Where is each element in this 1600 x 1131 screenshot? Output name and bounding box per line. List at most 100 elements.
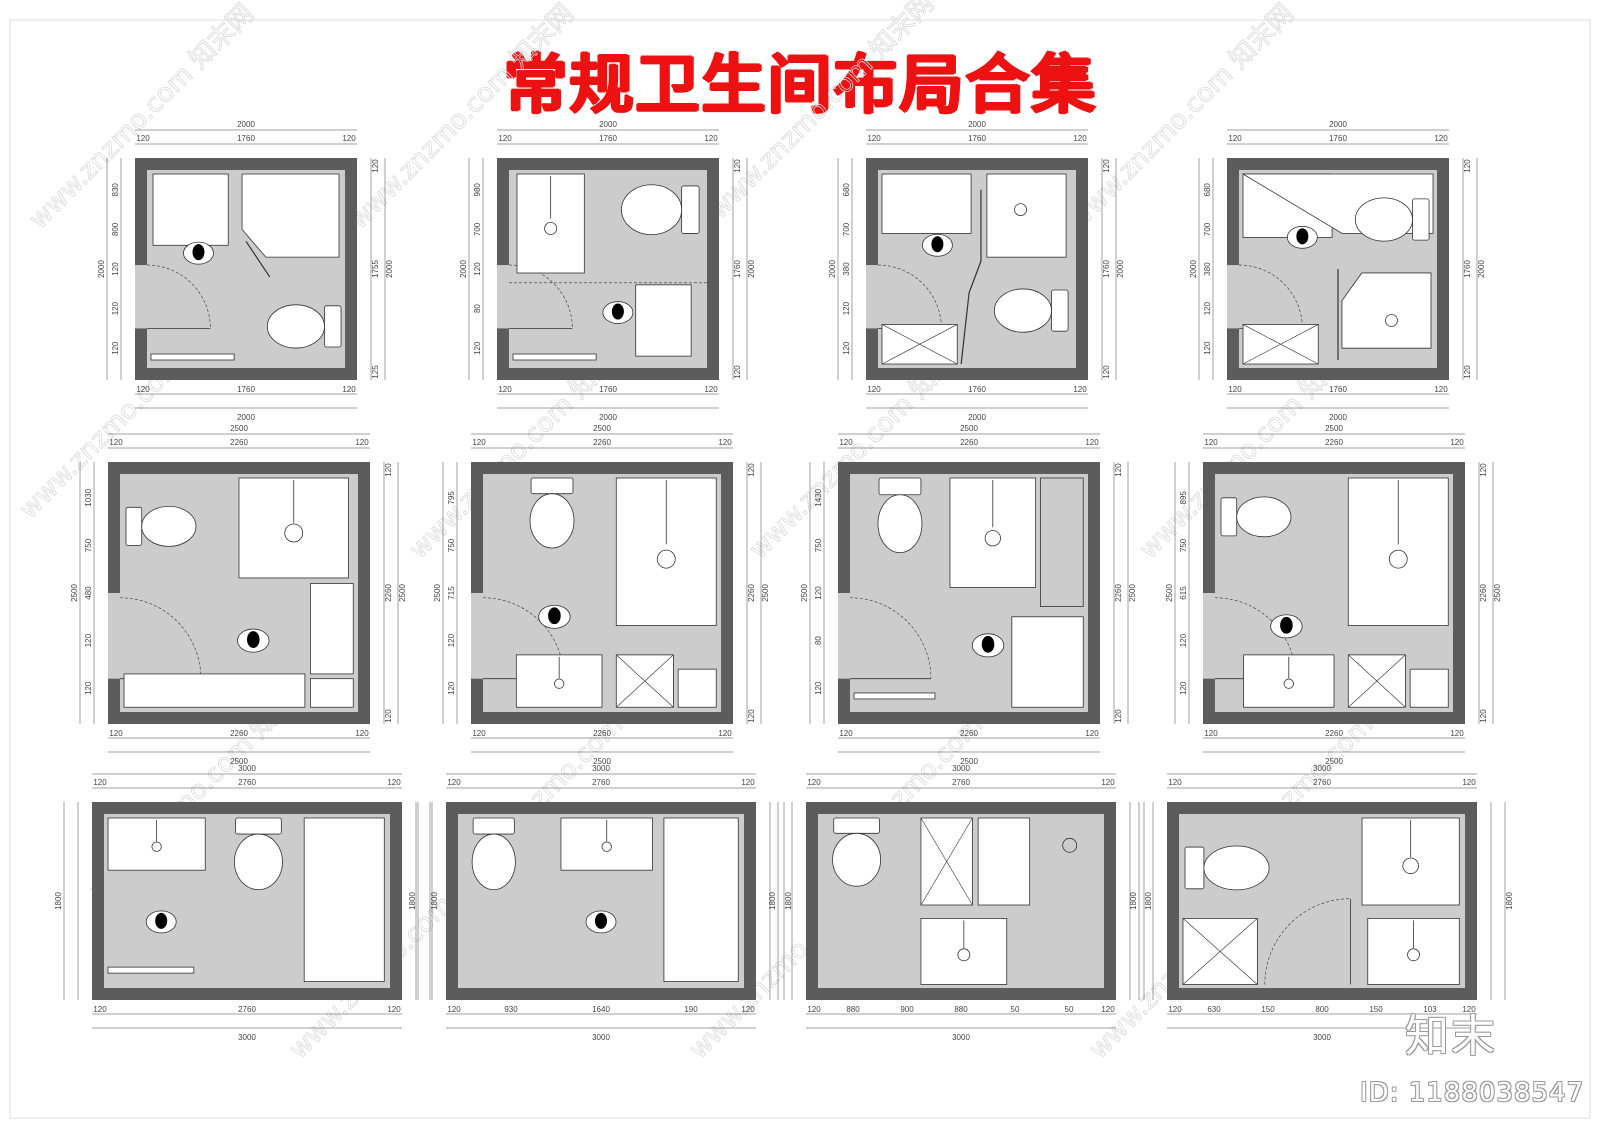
dimension-label: 1760 <box>599 385 617 394</box>
dimension-label: 2500 <box>1128 584 1137 602</box>
dimension-label: 2260 <box>1325 729 1343 738</box>
dimension-label: 880 <box>954 1005 968 1014</box>
toilet-bowl <box>832 832 882 887</box>
dimension-label: 120 <box>342 134 356 143</box>
dimension-label: 1760 <box>1102 260 1111 278</box>
dimension-label: 2000 <box>599 120 617 129</box>
dimension-label: 1760 <box>1463 260 1472 278</box>
dimension-label: 2500 <box>230 757 248 766</box>
dimension-label: 120 <box>1462 1005 1476 1014</box>
dimension-label: 1030 <box>84 488 93 506</box>
dimension-label: 120 <box>342 385 356 394</box>
toilet-tank <box>472 817 515 835</box>
person-head <box>611 303 624 320</box>
dimension-label: 795 <box>447 491 456 505</box>
toilet-tank <box>1184 846 1205 890</box>
dimension-label: 2760 <box>1313 778 1331 787</box>
dimension-label: 120 <box>111 301 120 315</box>
person-head <box>931 236 944 253</box>
shower-tray-diagonal <box>1182 918 1258 985</box>
dimension-label: 2260 <box>230 438 248 447</box>
counter <box>152 173 229 246</box>
shower-drain <box>1062 837 1078 853</box>
sink-drain <box>984 530 1001 547</box>
dimension-label: 120 <box>1101 778 1115 787</box>
dimension-label: 2500 <box>398 584 407 602</box>
toilet-bowl <box>471 833 516 891</box>
dimension-label: 190 <box>684 1005 698 1014</box>
dimension-label: 2500 <box>433 584 442 602</box>
door-swing <box>849 597 932 679</box>
dimension-label: 120 <box>704 134 718 143</box>
dimension-label: 880 <box>846 1005 860 1014</box>
dimension-label: 150 <box>1369 1005 1383 1014</box>
sink-drain <box>1402 857 1419 875</box>
dimension-label: 120 <box>498 385 512 394</box>
shower-tray-diagonal <box>920 817 973 906</box>
dimension-label: 2500 <box>1165 584 1174 602</box>
watermark-logo: 知末 <box>1405 1011 1497 1062</box>
dimension-label: 120 <box>1450 729 1464 738</box>
counter <box>881 173 972 234</box>
bathtub <box>663 817 739 982</box>
dimension-label: 380 <box>842 262 851 276</box>
person-head <box>981 635 995 653</box>
dimension-label: 120 <box>867 385 881 394</box>
dimension-label: 1800 <box>1129 892 1138 910</box>
dimension-label: 930 <box>504 1005 518 1014</box>
person-head <box>1280 616 1293 634</box>
dimension-label: 120 <box>447 778 461 787</box>
shower-area <box>1341 272 1432 349</box>
dimension-label: 2000 <box>97 260 106 278</box>
dimension-label: 3000 <box>238 764 256 773</box>
dimension-label: 1760 <box>968 385 986 394</box>
person-head <box>246 631 260 648</box>
dimension-label: 715 <box>447 586 456 600</box>
dimension-label: 3000 <box>1313 764 1331 773</box>
dimension-label: 120 <box>1479 709 1488 723</box>
dimension-label: 895 <box>1179 491 1188 505</box>
bathtub <box>303 817 385 982</box>
dimension-label: 50 <box>1011 1005 1020 1014</box>
dimension-label: 120 <box>1204 729 1218 738</box>
door-opening <box>135 265 147 329</box>
dimension-label: 800 <box>111 222 120 236</box>
dimension-label: 1760 <box>1329 385 1347 394</box>
dimension-label: 1760 <box>968 134 986 143</box>
dimension-label: 120 <box>839 729 853 738</box>
sink-drain <box>1407 948 1420 962</box>
dimension-label: 1755 <box>371 260 380 278</box>
grab-bar <box>245 240 271 278</box>
corner-shower-base <box>677 668 717 708</box>
dimension-label: 2500 <box>960 424 978 433</box>
dimension-label: 120 <box>1203 341 1212 355</box>
door-opening <box>1227 265 1239 329</box>
dimension-label: 3000 <box>238 1033 256 1042</box>
cabinet <box>309 583 354 675</box>
dimension-label: 120 <box>1168 1005 1182 1014</box>
dimension-label: 120 <box>1434 385 1448 394</box>
dimension-label: 120 <box>387 1005 401 1014</box>
dimension-label: 1760 <box>1329 134 1347 143</box>
dimension-label: 120 <box>1462 778 1476 787</box>
toilet-tank <box>1220 497 1238 537</box>
dimension-label: 120 <box>447 1005 461 1014</box>
dimension-label: 2500 <box>761 584 770 602</box>
dimension-label: 2260 <box>747 584 756 602</box>
dimension-label: 3000 <box>952 1033 970 1042</box>
dimension-label: 120 <box>355 438 369 447</box>
dimension-label: 750 <box>447 538 456 552</box>
dimension-label: 120 <box>1463 159 1472 173</box>
person-head <box>192 244 205 261</box>
dimension-label: 2000 <box>1329 413 1347 422</box>
sheet-border <box>9 19 1591 1119</box>
dimension-label: 2000 <box>1329 120 1347 129</box>
dimension-label: 800 <box>1315 1005 1329 1014</box>
